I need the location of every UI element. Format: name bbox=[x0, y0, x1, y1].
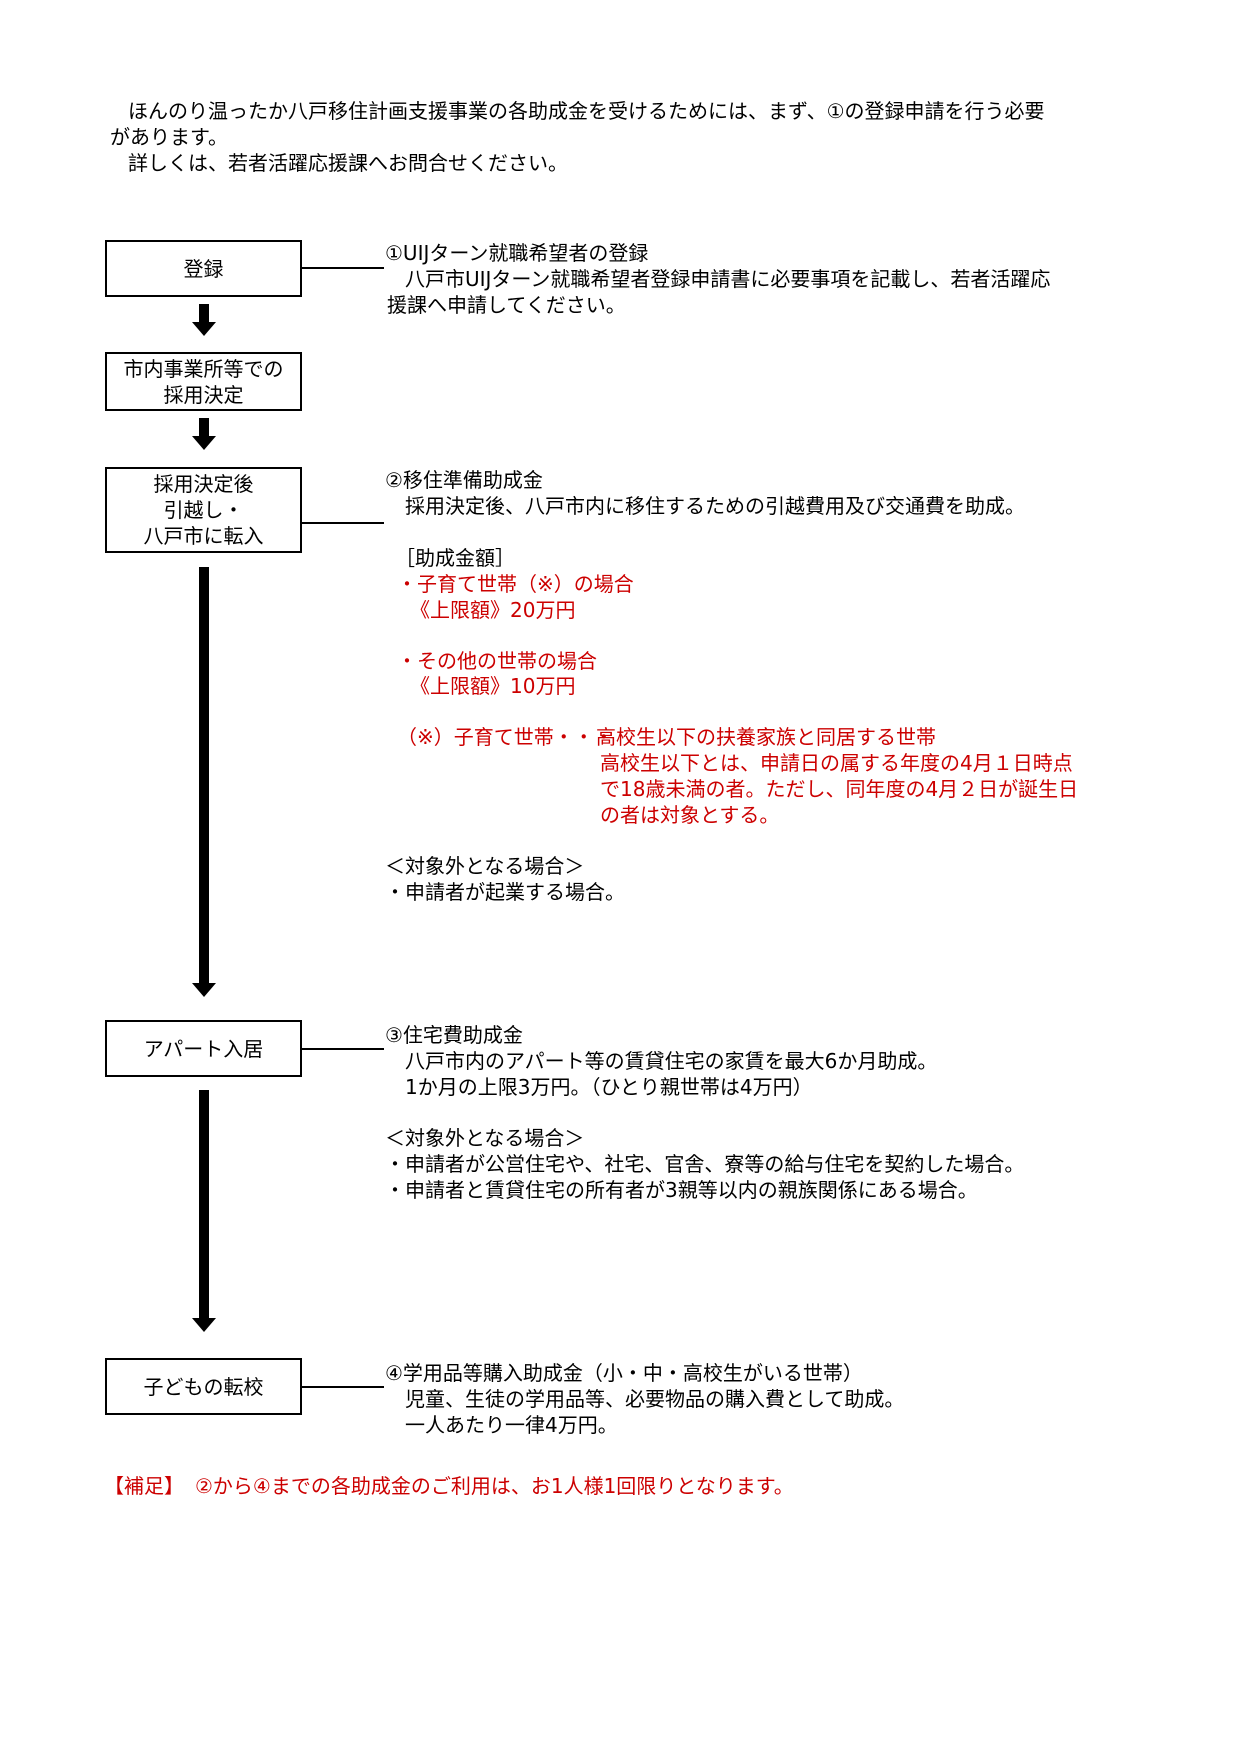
flow-step-hiring-line-2: 採用決定 bbox=[163, 382, 244, 407]
flow-step-relocation-label: 採用決定後 引越し・ 八戸市に転入 bbox=[144, 471, 264, 549]
section-2-note-1: 高校生以下の扶養家族と同居する世帯 bbox=[596, 725, 936, 749]
intro-line-1: ほんのり温ったか八戸移住計画支援事業の各助成金を受けるためには、まず、①の登録申… bbox=[128, 99, 1045, 123]
section-2-case-1: ・子育て世帯（※）の場合 bbox=[397, 572, 634, 596]
section-2-title: ②移住準備助成金 bbox=[385, 468, 543, 492]
section-1-body-2: 援課へ申請してください。 bbox=[387, 293, 626, 317]
flow-arrow-head-3 bbox=[192, 983, 216, 997]
section-2-case-2: ・その他の世帯の場合 bbox=[397, 649, 597, 673]
flow-step-registration: 登録 bbox=[105, 240, 302, 297]
section-2-note-label: （※）子育て世帯・・・ bbox=[397, 725, 614, 749]
flow-step-school-transfer-label: 子どもの転校 bbox=[143, 1374, 264, 1399]
section-2-note-3: で18歳未満の者。ただし、同年度の4月２日が誕生日 bbox=[600, 777, 1079, 801]
flow-step-relocation-line-3: 八戸市に転入 bbox=[143, 524, 264, 548]
flow-step-apartment: アパート入居 bbox=[105, 1020, 302, 1077]
flow-arrow-shaft-1 bbox=[199, 304, 209, 324]
connector-line-4 bbox=[302, 1386, 384, 1388]
flow-arrow-shaft-4 bbox=[199, 1090, 209, 1320]
flow-step-school-transfer: 子どもの転校 bbox=[105, 1358, 302, 1415]
supplement-label: 【補足】 bbox=[104, 1474, 184, 1498]
section-2-body: 採用決定後、八戸市内に移住するための引越費用及び交通費を助成。 bbox=[405, 494, 1025, 518]
section-2-exclusion-1: ・申請者が起業する場合。 bbox=[385, 880, 625, 904]
section-1-title: ①UIJターン就職希望者の登録 bbox=[385, 241, 649, 265]
supplement-text: ②から④までの各助成金のご利用は、お1人様1回限りとなります。 bbox=[195, 1474, 794, 1498]
section-2-amount-header: ［助成金額］ bbox=[395, 546, 515, 570]
flow-step-hiring-decision-label: 市内事業所等での 採用決定 bbox=[124, 356, 284, 408]
section-2-note-4: の者は対象とする。 bbox=[600, 803, 780, 827]
flow-step-apartment-label: アパート入居 bbox=[143, 1036, 264, 1061]
section-3-exclusion-1: ・申請者が公営住宅や、社宅、官舎、寮等の給与住宅を契約した場合。 bbox=[385, 1152, 1025, 1176]
flow-step-registration-label: 登録 bbox=[183, 256, 224, 281]
intro-line-2: があります。 bbox=[110, 125, 228, 149]
flow-arrow-head-1 bbox=[192, 322, 216, 336]
section-3-title: ③住宅費助成金 bbox=[385, 1023, 523, 1047]
section-3-body-2: 1か月の上限3万円。（ひとり親世帯は4万円） bbox=[405, 1075, 813, 1099]
section-4-title: ④学用品等購入助成金（小・中・高校生がいる世帯） bbox=[385, 1361, 863, 1385]
section-2-note-2: 高校生以下とは、申請日の属する年度の4月１日時点 bbox=[600, 751, 1073, 775]
section-1-body-1: 八戸市UIJターン就職希望者登録申請書に必要事項を記載し、若者活躍応 bbox=[405, 267, 1051, 291]
flow-step-relocation-line-1: 採用決定後 bbox=[153, 472, 254, 496]
section-3-body-1: 八戸市内のアパート等の賃貸住宅の家賃を最大6か月助成。 bbox=[405, 1049, 938, 1073]
connector-line-2 bbox=[302, 522, 384, 524]
intro-line-3: 詳しくは、若者活躍応援課へお問合せください。 bbox=[128, 151, 568, 175]
section-4-body-1: 児童、生徒の学用品等、必要物品の購入費として助成。 bbox=[405, 1387, 905, 1411]
flow-arrow-head-2 bbox=[192, 436, 216, 450]
section-3-exclusion-2: ・申請者と賃貸住宅の所有者が3親等以内の親族関係にある場合。 bbox=[385, 1178, 978, 1202]
section-2-exclusion-header: ＜対象外となる場合＞ bbox=[385, 854, 585, 878]
connector-line-3 bbox=[302, 1048, 384, 1050]
flow-step-relocation-line-2: 引越し・ bbox=[163, 498, 244, 522]
flow-arrow-head-4 bbox=[192, 1318, 216, 1332]
flow-step-hiring-decision: 市内事業所等での 採用決定 bbox=[105, 352, 302, 411]
section-2-case-1-limit: 《上限額》20万円 bbox=[410, 598, 576, 622]
section-2-case-2-limit: 《上限額》10万円 bbox=[410, 674, 576, 698]
flow-step-relocation: 採用決定後 引越し・ 八戸市に転入 bbox=[105, 467, 302, 553]
section-3-exclusion-header: ＜対象外となる場合＞ bbox=[385, 1126, 585, 1150]
connector-line-1 bbox=[302, 267, 384, 269]
section-4-body-2: 一人あたり一律4万円。 bbox=[405, 1413, 618, 1437]
flow-step-hiring-line-1: 市内事業所等での bbox=[123, 356, 284, 381]
flow-arrow-shaft-3 bbox=[199, 567, 209, 985]
flow-arrow-shaft-2 bbox=[199, 418, 209, 438]
